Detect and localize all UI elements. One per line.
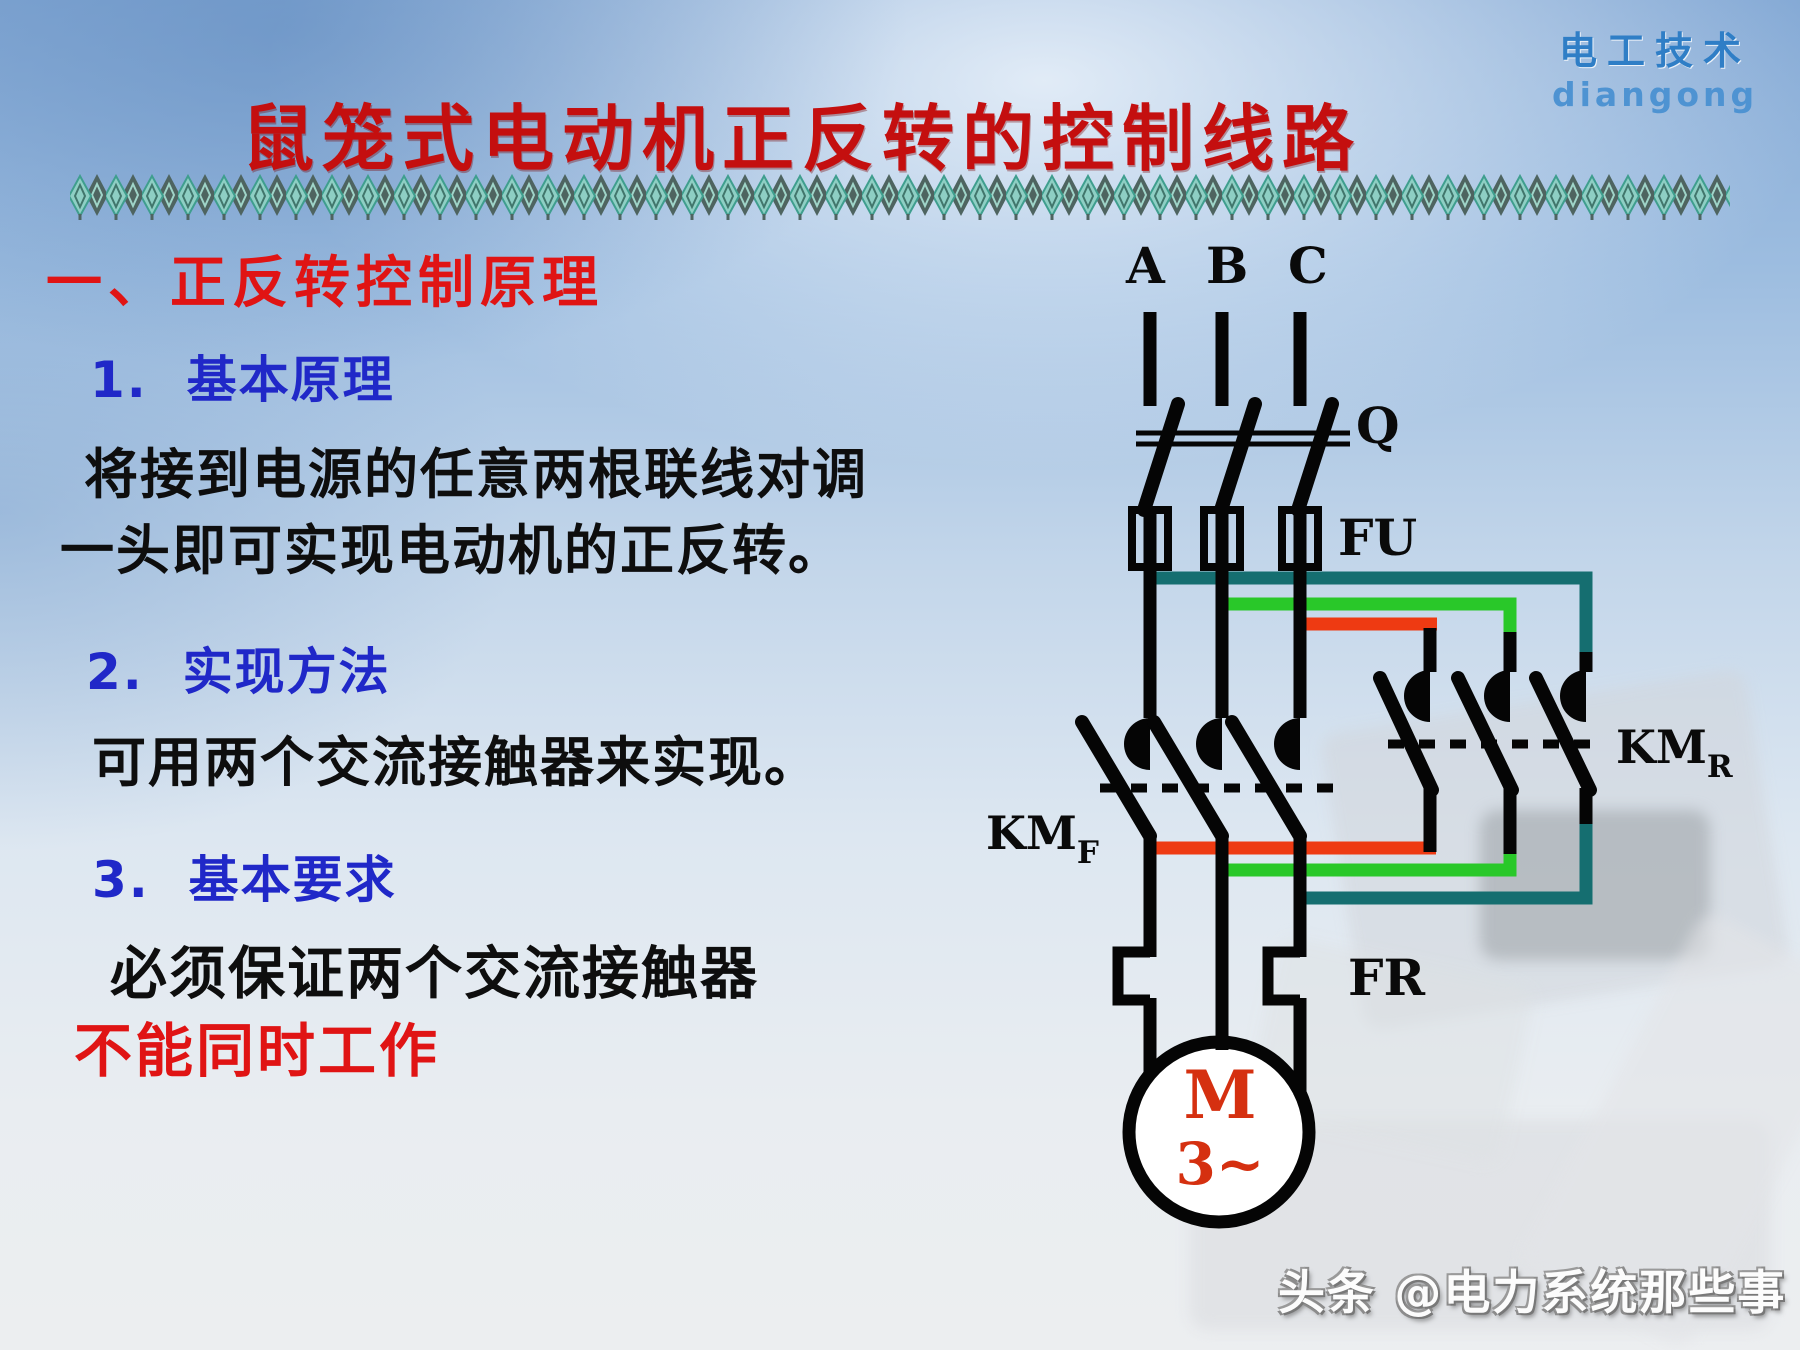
contactor-kmf xyxy=(1075,715,1335,843)
logo-text-en: diangong xyxy=(1552,75,1759,114)
phase-label-a: A xyxy=(1126,236,1165,295)
contactor-label-kmf: KMF xyxy=(986,806,1099,871)
fr-heater-left xyxy=(1112,946,1150,1006)
kmr-bottom-stubs xyxy=(1423,788,1593,854)
wire-phase-c-red xyxy=(1150,617,1437,855)
kmf-blades xyxy=(1075,715,1307,843)
motor-leads xyxy=(1143,998,1307,1095)
paragraph-1-line-2: 一头即可实现电动机的正反转。 xyxy=(60,519,844,582)
ornament-divider xyxy=(70,172,1730,220)
motor-letter: M xyxy=(1183,1056,1257,1134)
switch-label-q: Q xyxy=(1356,396,1400,455)
kmr-blades xyxy=(1373,671,1597,797)
fuse-label-fu: FU xyxy=(1338,508,1418,567)
kmf-base: KM xyxy=(986,806,1077,860)
switch-q-linkage xyxy=(1136,430,1350,447)
relay-label-fr: FR xyxy=(1348,948,1426,1007)
contactor-kmr xyxy=(1373,628,1600,854)
phase-label-b: B xyxy=(1206,236,1249,295)
phase-label-c: C xyxy=(1288,236,1328,295)
wire-green-bottom xyxy=(1222,848,1517,877)
paragraph-3: 必须保证两个交流接触器 xyxy=(110,941,759,1007)
logo: 电工技术 diangong xyxy=(1552,20,1758,114)
switch-q-blades xyxy=(1137,397,1339,517)
switch-q xyxy=(1136,397,1350,517)
paragraph-1-line-1: 将接到电源的任意两根联线对调 xyxy=(84,443,868,506)
kmr-top-stubs xyxy=(1423,628,1593,672)
kmr-base: KM xyxy=(1616,720,1707,774)
paragraph-3-emphasis: 不能同时工作 xyxy=(74,1017,441,1085)
feeder-lines xyxy=(1143,506,1307,718)
subheading-2: 2. 实现方法 xyxy=(86,643,391,701)
wire-teal-bottom xyxy=(1300,820,1593,905)
supply-lines xyxy=(1143,312,1307,406)
wire-phase-b-green xyxy=(1222,597,1517,877)
wire-green-top xyxy=(1222,597,1517,636)
motor-phase-label: 3~ xyxy=(1175,1130,1265,1198)
ghost-photo-blob xyxy=(1480,810,1710,960)
logo-text-cn: 电工技术 xyxy=(1559,29,1752,73)
fr-heater-right xyxy=(1262,946,1300,1006)
section-heading: 一、正反转控制原理 xyxy=(46,251,604,316)
kmr-subscript: R xyxy=(1706,749,1733,785)
subheading-3: 3. 基本要求 xyxy=(92,851,397,909)
contactor-label-kmr: KMR xyxy=(1616,720,1733,785)
wire-teal-top xyxy=(1150,571,1593,656)
watermark: 头条 @电力系统那些事 xyxy=(1278,1266,1787,1321)
kmf-fixed-contacts xyxy=(1124,718,1300,770)
paragraph-2: 可用两个交流接触器来实现。 xyxy=(92,731,820,794)
subheading-1: 1. 基本原理 xyxy=(90,351,395,409)
kmf-subscript: F xyxy=(1076,835,1099,871)
page-title: 鼠笼式电动机正反转的控制线路 xyxy=(242,96,1363,181)
thermal-relay-fr xyxy=(1112,946,1300,1006)
kmr-fixed-contacts xyxy=(1404,670,1586,722)
